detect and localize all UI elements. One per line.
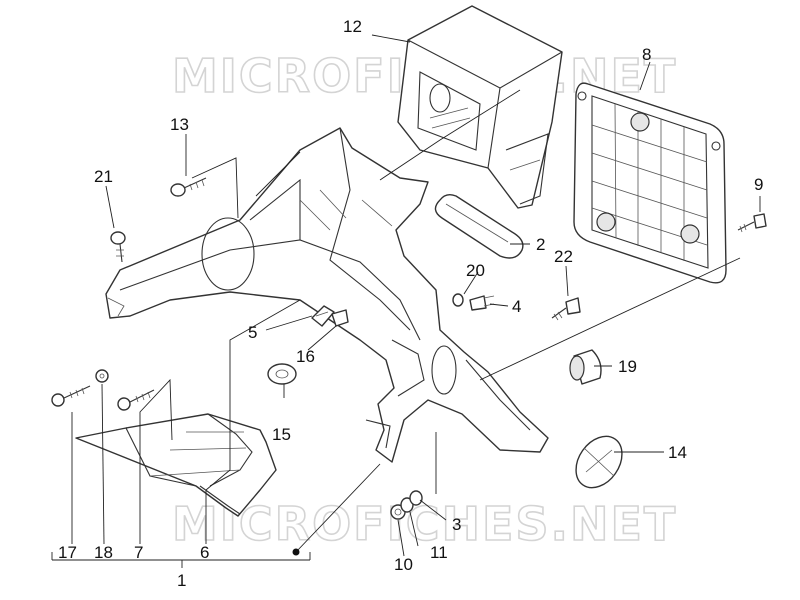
part-11-washer: [400, 497, 414, 513]
callout-6: 6: [200, 543, 209, 562]
part-5-clip: [311, 305, 335, 327]
part-17-screw: [51, 385, 91, 407]
part-21-screw: [110, 231, 126, 263]
callout-12: 12: [343, 17, 362, 36]
callout-2: 2: [536, 235, 545, 254]
callout-16: 16: [296, 347, 315, 366]
callout-18: 18: [94, 543, 113, 562]
callout-21: 21: [94, 167, 113, 186]
callout-17: 17: [58, 543, 77, 562]
part-15-rubber-washer: [267, 363, 297, 385]
callout-19: 19: [618, 357, 637, 376]
callout-22: 22: [554, 247, 573, 266]
part-8-license-plate-holder: [573, 82, 727, 284]
part-12-tail-light-housing: [397, 5, 563, 209]
part-16-bush: [331, 309, 349, 327]
callout-5: 5: [248, 323, 257, 342]
part-9-screw: [737, 213, 767, 233]
part-1-rear-mudguard: [105, 127, 549, 463]
part-20-washer: [452, 293, 464, 307]
callout-11: 11: [430, 543, 448, 562]
part-3-washer: [409, 490, 423, 506]
callout-13: 13: [170, 115, 189, 134]
callout-4: 4: [512, 297, 521, 316]
callout-labels: 12 8 9 2 20 22 4 19 14 3 11 10 13 21 5 1…: [58, 17, 763, 590]
callout-3: 3: [452, 515, 461, 534]
callout-1: 1: [177, 571, 186, 590]
part-6-splash-guard: [75, 413, 277, 517]
part-14-round-reflector: [575, 435, 623, 489]
part-19-spacer-bush: [569, 349, 602, 385]
watermark-bottom: MICROFICHES.NET: [172, 497, 677, 551]
part-2-reflector-strip: [434, 193, 524, 259]
callout-9: 9: [754, 175, 763, 194]
callout-8: 8: [642, 45, 651, 64]
part-7-screw: [117, 389, 155, 411]
part-22-screw: [551, 297, 581, 321]
callout-20: 20: [466, 261, 485, 280]
part-4-screw: [469, 295, 495, 311]
leader-lines: [51, 34, 761, 568]
part-13-screw: [170, 177, 207, 197]
leader-end-dot: [292, 548, 300, 556]
callout-10: 10: [394, 555, 413, 574]
part-18-washer: [95, 369, 109, 383]
callout-7: 7: [134, 543, 143, 562]
callout-15: 15: [272, 425, 291, 444]
callout-14: 14: [668, 443, 687, 462]
